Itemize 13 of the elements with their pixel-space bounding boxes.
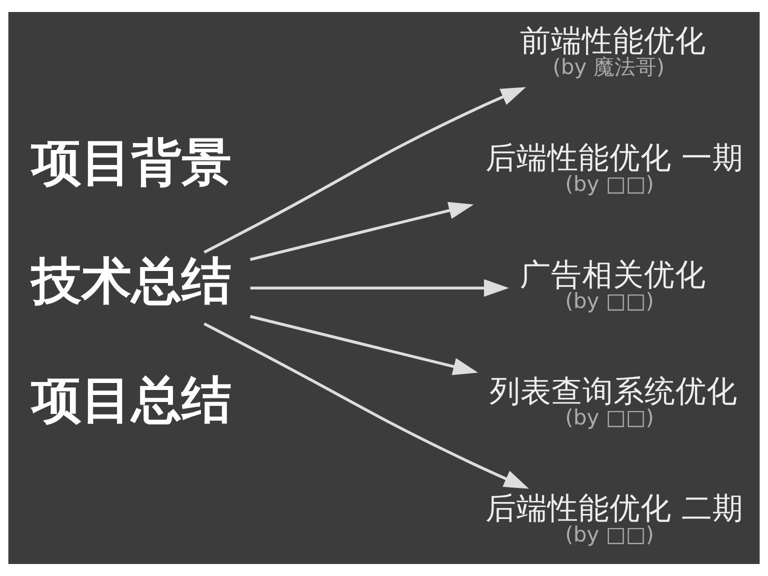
node-text: 前端性能优化 (by 魔法哥)	[520, 24, 706, 79]
node-text: 后端性能优化 二期 (by □□)	[486, 492, 744, 547]
arrow	[204, 87, 526, 254]
arrow	[250, 315, 478, 376]
node-text: 项目总结	[31, 370, 232, 429]
node-text: 广告相关优化 (by □□)	[520, 258, 706, 313]
node-text: 列表查询系统优化 (by □□)	[489, 374, 738, 430]
node-text: 技术总结	[31, 252, 232, 310]
arrow	[204, 322, 529, 489]
node-text: 后端性能优化 一期 (by □□)	[486, 140, 744, 196]
arrow	[250, 279, 509, 297]
arrow	[250, 202, 474, 261]
node-text: 项目背景	[31, 133, 232, 192]
